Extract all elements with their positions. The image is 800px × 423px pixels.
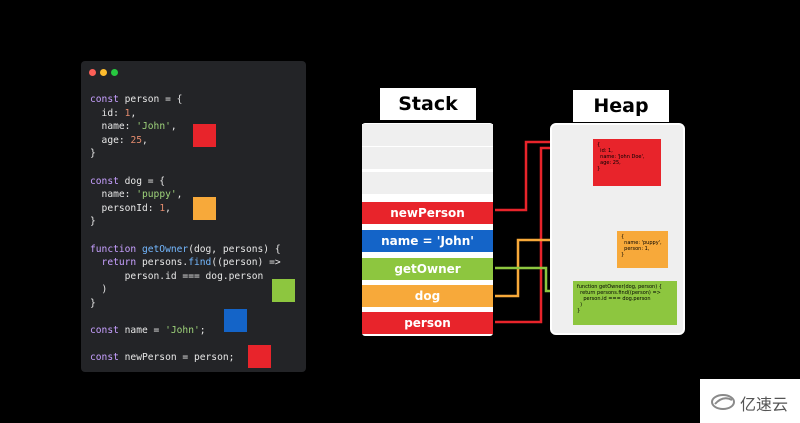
code-token: = person; <box>176 352 235 364</box>
name-swatch <box>224 309 247 332</box>
code-token: dog <box>124 175 142 187</box>
code-line: name: 'puppy', <box>90 189 183 201</box>
window-close-dot <box>89 69 96 76</box>
code-token: = <box>147 325 166 337</box>
stack-empty-slot <box>362 172 493 194</box>
person-swatch <box>193 124 216 147</box>
code-token: 'John' <box>165 325 200 337</box>
code-line: return persons.find((person) => <box>90 257 281 269</box>
code-token: (dog, persons) { <box>188 243 281 255</box>
code-token: : <box>113 107 125 119</box>
code-line: name: 'John', <box>90 121 177 133</box>
code-token: return <box>90 257 142 269</box>
code-token: : <box>147 202 160 214</box>
watermark-text: 亿速云 <box>740 395 789 414</box>
code-token: = { <box>159 94 183 105</box>
code-token: newPerson <box>124 352 177 364</box>
code-line: function getOwner(dog, persons) { <box>90 244 281 256</box>
code-token: } <box>90 148 96 160</box>
code-token: person.id === dog.person <box>90 270 264 282</box>
code-token: : <box>124 189 137 201</box>
code-token: , <box>142 134 148 146</box>
code-line: } <box>90 216 96 228</box>
code-token: const <box>90 94 125 105</box>
code-line: id: 1, <box>90 107 137 120</box>
code-token: personId <box>90 202 148 214</box>
code-line: const newPerson = person; <box>90 352 234 364</box>
code-token: ) <box>90 284 108 296</box>
code-token: const <box>90 352 125 364</box>
code-token: find <box>188 257 212 269</box>
code-token: = { <box>141 175 166 187</box>
code-line: } <box>90 298 96 310</box>
code-line: const name = 'John'; <box>90 325 206 337</box>
window-maximize-dot <box>111 69 118 76</box>
code-token: 1 <box>124 107 131 119</box>
stack-empty-slot <box>362 147 493 169</box>
watermark-logo-icon <box>711 394 735 410</box>
window-minimize-dot <box>100 69 107 76</box>
code-token: const <box>90 325 125 337</box>
code-token: 25 <box>130 134 143 146</box>
dog-object: { name: 'puppy', person: 1, } <box>617 231 668 268</box>
code-token: : <box>124 121 137 133</box>
code-token: persons. <box>141 257 189 269</box>
stack-frame-person: person <box>362 312 493 334</box>
code-line: const dog = { <box>90 176 165 188</box>
code-token: getOwner <box>141 243 189 255</box>
code-token: 'puppy' <box>136 189 177 201</box>
stack-frame-name: name = 'John' <box>362 230 493 252</box>
stack-frame-dog: dog <box>362 285 493 307</box>
heap-title: Heap <box>573 90 669 122</box>
person-object: { id: 1, name: 'John Doe', age: 25, } <box>593 139 661 186</box>
newperson-swatch <box>248 345 271 368</box>
code-token: age <box>90 134 119 146</box>
getowner-object: function getOwner(dog, person) { return … <box>573 281 677 325</box>
code-token: , <box>165 202 171 214</box>
code-line: age: 25, <box>90 135 148 147</box>
code-token: const <box>90 175 125 187</box>
code-line: } <box>90 148 96 160</box>
code-token: function <box>90 243 142 255</box>
code-token: name <box>90 121 125 133</box>
stack-frame-getowner: getOwner <box>362 258 493 280</box>
code-token: , <box>170 121 177 133</box>
code-editor: const person = { id: 1, name: 'John', ag… <box>81 61 306 372</box>
code-token: 1 <box>159 202 166 214</box>
dog-swatch <box>193 197 216 220</box>
code-token: name <box>124 325 148 337</box>
code-token: ((person) => <box>211 257 281 269</box>
stack-title: Stack <box>380 88 476 120</box>
code-token: , <box>176 189 183 201</box>
stack-frame-newperson: newPerson <box>362 202 493 224</box>
code-token: : <box>118 134 131 146</box>
code-token: } <box>90 216 96 228</box>
code-token: 'John' <box>136 121 171 133</box>
code-line: personId: 1, <box>90 203 171 215</box>
getowner-swatch <box>272 279 295 302</box>
code-line: ) <box>90 284 108 296</box>
code-line: person.id === dog.person <box>90 270 264 283</box>
code-token: , <box>130 107 137 119</box>
code-token: id <box>90 107 114 119</box>
code-token: name <box>90 189 125 201</box>
stack-empty-slot <box>362 124 493 146</box>
code-line: const person = { <box>90 94 182 106</box>
code-token: person <box>124 94 160 105</box>
code-token: } <box>90 298 96 309</box>
code-token: ; <box>199 325 206 337</box>
